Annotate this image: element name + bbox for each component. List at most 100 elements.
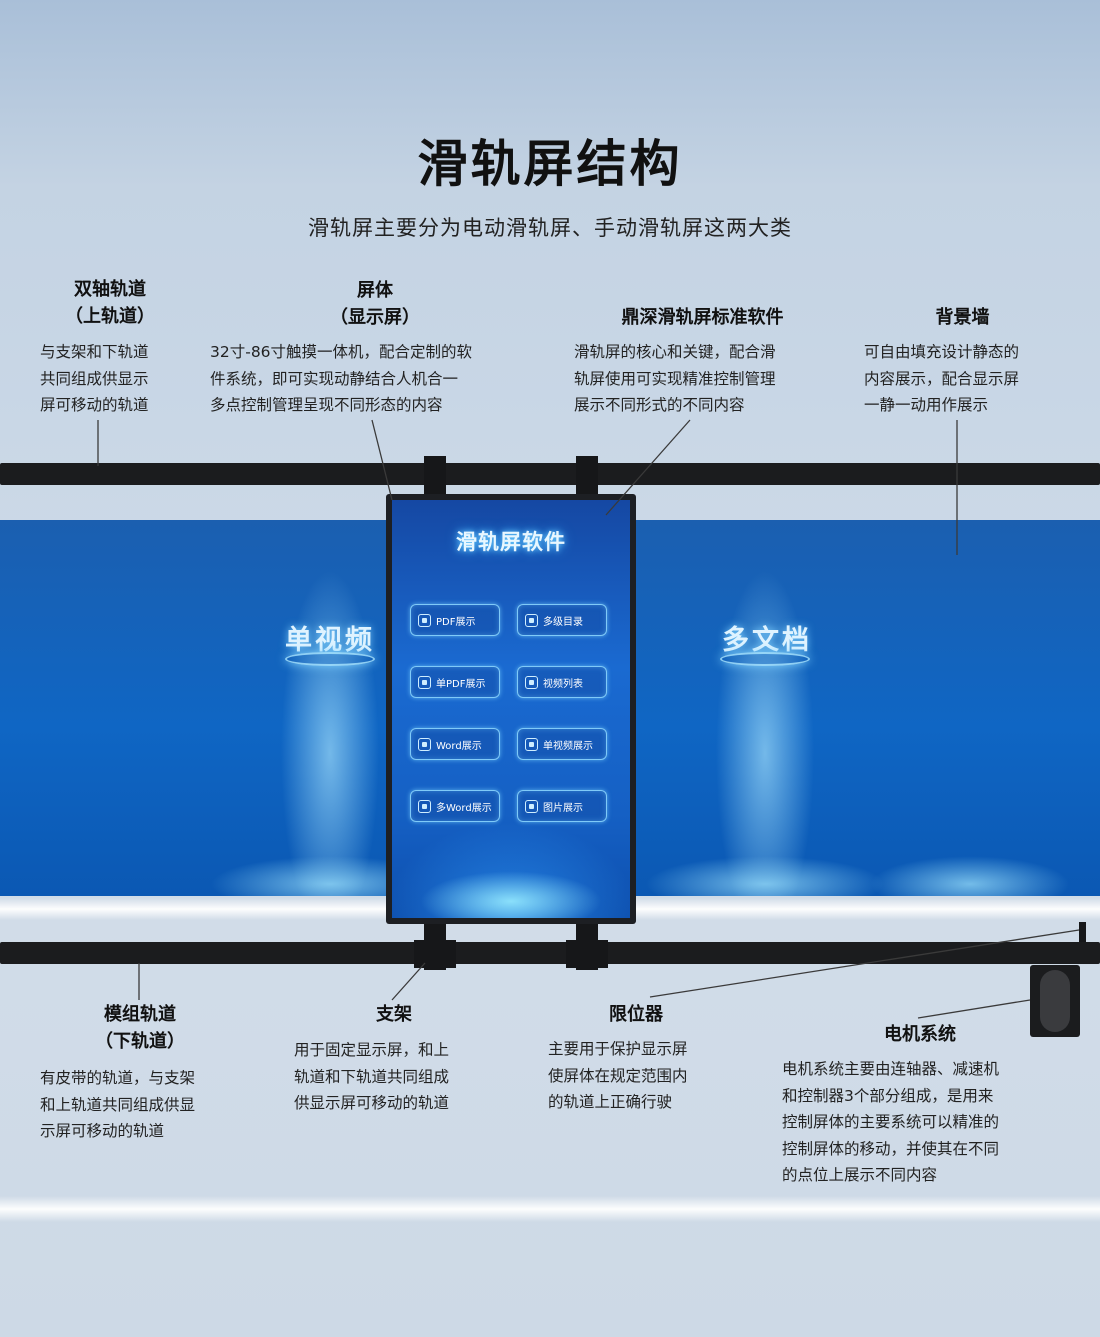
upper-bracket-right xyxy=(576,456,598,498)
document-icon xyxy=(418,675,431,689)
limiter-desc: 主要用于保护显示屏 使屏体在规定范围内 的轨道上正确行驶 xyxy=(548,1036,688,1116)
motor-system-title-line1: 电机系统 xyxy=(884,1024,956,1045)
screen-button-video-list[interactable]: 视频列表 xyxy=(517,666,607,698)
bracket-title-line1: 支架 xyxy=(376,1004,412,1025)
upper-track-desc-line: 共同组成供显示 xyxy=(40,369,149,388)
motor-system-desc: 电机系统主要由连轴器、减速机 和控制器3个部分组成，是用来 控制屏体的主要系统可… xyxy=(782,1056,999,1189)
motor-system-title: 电机系统 xyxy=(860,1021,980,1048)
floor-glow-right xyxy=(645,856,885,896)
background-wall-desc-line: 一静一动用作展示 xyxy=(864,396,989,414)
word-icon xyxy=(418,799,431,813)
limiter-title-line1: 限位器 xyxy=(609,1004,663,1025)
screen-button-multi-word[interactable]: 多Word展示 xyxy=(410,790,500,822)
bracket-desc-line: 用于固定显示屏，和上 xyxy=(294,1041,450,1059)
motor-system-desc-line: 的点位上展示不同内容 xyxy=(782,1166,938,1184)
lower-track-title-line1: 模组轨道 xyxy=(104,1004,176,1025)
background-wall-title-line1: 背景墙 xyxy=(935,307,990,328)
floor-glow-far-right xyxy=(870,856,1070,896)
upper-bracket-left xyxy=(424,456,446,498)
word-icon xyxy=(418,737,431,751)
bracket-desc-line: 供显示屏可移动的轨道 xyxy=(294,1094,450,1112)
upper-track-title: 双轴轨道 （上轨道） xyxy=(40,276,180,330)
video-icon xyxy=(525,737,538,751)
limiter-desc-line: 使屏体在规定范围内 xyxy=(548,1066,688,1085)
bracket-desc: 用于固定显示屏，和上 轨道和下轨道共同组成 供显示屏可移动的轨道 xyxy=(294,1037,449,1117)
upper-rail xyxy=(0,463,1100,485)
lower-track-desc-line: 和上轨道共同组成供显 xyxy=(40,1095,196,1114)
lower-bracket-right-plate xyxy=(566,940,608,968)
motor-system-desc-line: 电机系统主要由连轴器、减速机 xyxy=(782,1060,1000,1078)
screen-button-label: 单PDF展示 xyxy=(436,678,486,690)
screen-button-single-pdf[interactable]: 单PDF展示 xyxy=(410,666,500,698)
screen-content: 滑轨屏软件 PDF展示 多级目录 单PDF展示 视频列表 Word展示 单视频展… xyxy=(392,500,630,918)
upper-track-title-line2: （上轨道） xyxy=(65,306,155,327)
screen-body-title-line1: 屏体 xyxy=(357,280,393,301)
lower-track-desc: 有皮带的轨道，与支架 和上轨道共同组成供显 示屏可移动的轨道 xyxy=(40,1065,195,1145)
leader-limiter xyxy=(649,929,1080,998)
bracket-desc-line: 轨道和下轨道共同组成 xyxy=(294,1067,450,1086)
screen-body-desc-line: 32寸-86寸触摸一体机，配合定制的软 xyxy=(210,343,473,361)
motor-unit xyxy=(1030,965,1080,1037)
banner-label-left: 单视频 xyxy=(285,625,375,656)
background-wall-title: 背景墙 xyxy=(900,304,1025,331)
floor-light-stripe xyxy=(0,1196,1100,1222)
play-icon xyxy=(525,675,538,689)
software-title: 鼎深滑轨屏标准软件 xyxy=(570,304,835,331)
limiter-desc-line: 的轨道上正确行驶 xyxy=(548,1093,673,1111)
screen-button-single-video[interactable]: 单视频展示 xyxy=(517,728,607,760)
screen-body-desc-line: 多点控制管理呈现不同形态的内容 xyxy=(210,396,443,414)
image-icon xyxy=(525,799,538,813)
lower-track-title-line2: （下轨道） xyxy=(95,1031,185,1052)
screen-body-desc: 32寸-86寸触摸一体机，配合定制的软 件系统，即可实现动静结合人机合一 多点控… xyxy=(210,339,472,419)
screen-button-label: PDF展示 xyxy=(436,616,476,628)
screen-button-label: 多级目录 xyxy=(543,616,583,628)
limiter-title: 限位器 xyxy=(586,1001,686,1028)
document-icon xyxy=(418,613,431,627)
screen-button-label: 视频列表 xyxy=(543,678,583,690)
software-desc-line: 展示不同形式的不同内容 xyxy=(574,396,745,414)
upper-track-title-line1: 双轴轨道 xyxy=(74,279,146,300)
upper-track-desc: 与支架和下轨道 共同组成供显示 屏可移动的轨道 xyxy=(40,339,149,419)
limiter-stopper xyxy=(1079,922,1086,942)
upper-track-desc-line: 屏可移动的轨道 xyxy=(40,396,149,414)
motor-system-desc-line: 控制屏体的移动，并使其在不同 xyxy=(782,1139,1000,1158)
screen-button-pdf[interactable]: PDF展示 xyxy=(410,604,500,636)
screen-button-word[interactable]: Word展示 xyxy=(410,728,500,760)
screen-body-desc-line: 件系统，即可实现动静结合人机合一 xyxy=(210,369,459,388)
background-wall-desc-line: 内容展示，配合显示屏 xyxy=(864,369,1020,388)
limiter-desc-line: 主要用于保护显示屏 xyxy=(548,1040,688,1058)
screen-button-images[interactable]: 图片展示 xyxy=(517,790,607,822)
display-screen: 滑轨屏软件 PDF展示 多级目录 单PDF展示 视频列表 Word展示 单视频展… xyxy=(386,494,636,924)
software-desc-line: 滑轨屏的核心和关键，配合滑 xyxy=(574,343,776,361)
motor-system-desc-line: 和控制器3个部分组成，是用来 xyxy=(782,1086,994,1105)
screen-body-title-line2: （显示屏） xyxy=(330,307,420,328)
background-wall-desc: 可自由填充设计静态的 内容展示，配合显示屏 一静一动用作展示 xyxy=(864,339,1019,419)
lower-track-desc-line: 有皮带的轨道，与支架 xyxy=(40,1069,196,1087)
halo-ring-right xyxy=(720,652,810,666)
software-desc-line: 轨屏使用可实现精准控制管理 xyxy=(574,369,776,388)
software-title-line1: 鼎深滑轨屏标准软件 xyxy=(621,307,784,328)
screen-button-label: 单视频展示 xyxy=(543,740,593,752)
leader-software xyxy=(605,419,691,516)
leader-motor xyxy=(917,999,1031,1019)
screen-button-label: Word展示 xyxy=(436,740,482,752)
page-subtitle: 滑轨屏主要分为电动滑轨屏、手动滑轨屏这两大类 xyxy=(308,216,792,240)
lower-track-title: 模组轨道 （下轨道） xyxy=(70,1001,210,1055)
screen-button-multilevel-menu[interactable]: 多级目录 xyxy=(517,604,607,636)
banner-label-right: 多文档 xyxy=(722,625,812,656)
light-beam-right xyxy=(680,520,850,896)
screen-body-title: 屏体 （显示屏） xyxy=(310,277,440,331)
screen-software-title: 滑轨屏软件 xyxy=(456,530,566,554)
lower-track-desc-line: 示屏可移动的轨道 xyxy=(40,1122,165,1140)
motor-system-desc-line: 控制屏体的主要系统可以精准的 xyxy=(782,1113,1000,1131)
software-desc: 滑轨屏的核心和关键，配合滑 轨屏使用可实现精准控制管理 展示不同形式的不同内容 xyxy=(574,339,776,419)
bracket-title: 支架 xyxy=(344,1001,444,1028)
leader-bracket xyxy=(391,962,426,1001)
screen-button-label: 图片展示 xyxy=(543,802,583,814)
leader-screen-body xyxy=(371,419,393,501)
lower-bracket-left-plate xyxy=(414,940,456,968)
lower-rail xyxy=(0,942,1100,964)
page-title: 滑轨屏结构 xyxy=(417,135,683,193)
upper-track-desc-line: 与支架和下轨道 xyxy=(40,343,149,361)
